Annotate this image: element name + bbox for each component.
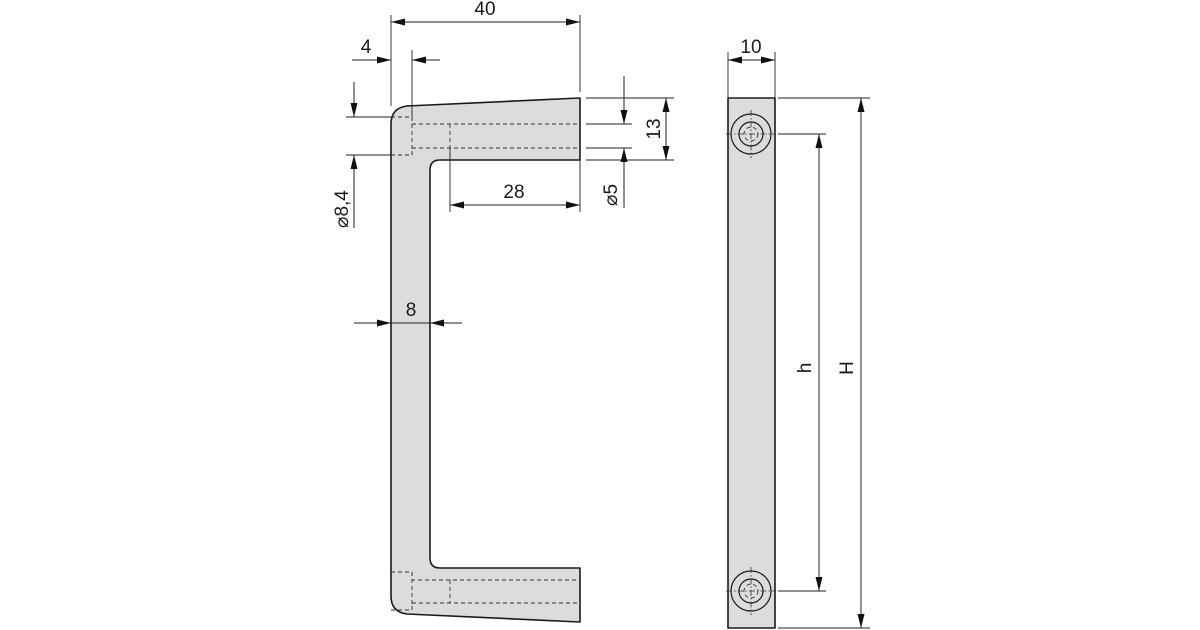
dimension-offset: 4 bbox=[352, 37, 440, 117]
mounting-hole-top bbox=[726, 110, 776, 158]
hidden-holes-bottom bbox=[391, 571, 580, 611]
dimension-hole-spacing: h bbox=[778, 133, 826, 592]
dimension-width: 10 bbox=[727, 37, 776, 98]
dimension-inner-depth: 28 bbox=[449, 148, 581, 212]
dimension-overall-depth: 40 bbox=[390, 0, 581, 106]
dimension-label-28: 28 bbox=[503, 182, 524, 203]
front-view: 10 h H bbox=[726, 37, 870, 629]
dimension-label-diameter-8-4: ⌀8,4 bbox=[332, 190, 353, 228]
dimension-label-H: H bbox=[837, 361, 858, 375]
mounting-hole-bottom bbox=[726, 567, 776, 615]
side-view: 40 4 ⌀8,4 13 bbox=[332, 0, 674, 623]
dimension-label-13: 13 bbox=[644, 118, 665, 139]
dimension-overall-height: H bbox=[778, 97, 870, 629]
dimension-label-h: h bbox=[795, 363, 816, 374]
handle-profile bbox=[390, 97, 581, 623]
handle-front bbox=[727, 97, 776, 629]
dimension-end-height: 13 bbox=[586, 97, 674, 161]
dimension-label-10: 10 bbox=[740, 37, 761, 58]
dimension-label-40: 40 bbox=[474, 0, 495, 20]
dimension-label-4: 4 bbox=[361, 37, 372, 58]
dimension-counterbore-diameter: ⌀8,4 bbox=[332, 82, 391, 228]
dimension-hole-diameter: ⌀5 bbox=[586, 76, 632, 208]
dimension-bar-thickness: 8 bbox=[354, 300, 462, 327]
dimension-label-diameter-5: ⌀5 bbox=[601, 184, 622, 206]
hidden-holes-top bbox=[391, 116, 580, 156]
dimension-label-8: 8 bbox=[406, 300, 417, 321]
